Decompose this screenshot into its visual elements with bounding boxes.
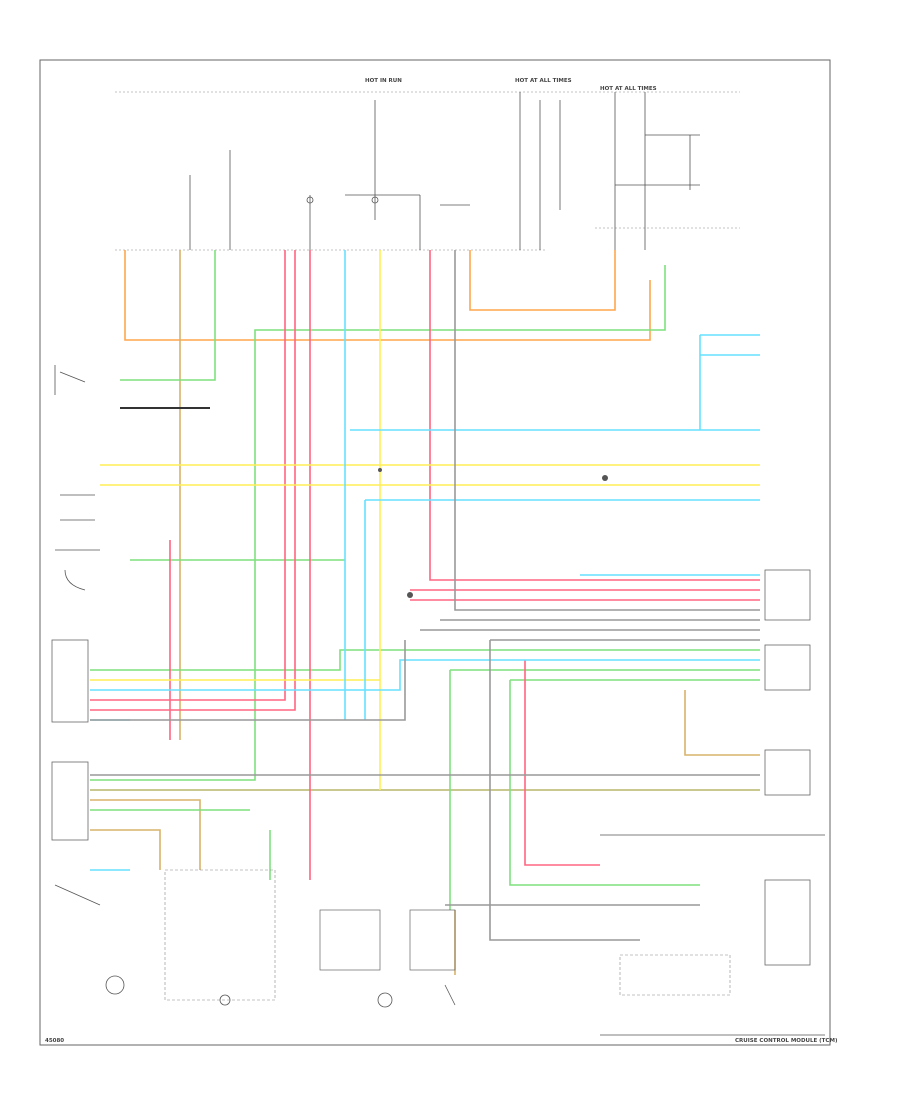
left-components	[51, 365, 276, 1006]
right-components	[378, 468, 825, 1036]
top-label-left: HOT IN RUN	[365, 78, 402, 84]
top-label-right: HOT AT ALL TIMES	[600, 86, 657, 92]
upper-switches	[189, 92, 700, 250]
wires	[90, 250, 760, 975]
footer-caption: CRUISE CONTROL MODULE (TCM)	[735, 1038, 838, 1044]
bottom-components	[319, 909, 456, 1008]
top-label-center: HOT AT ALL TIMES	[515, 78, 572, 84]
diagram-frame	[39, 59, 831, 1046]
footer-code: 45080	[45, 1038, 64, 1044]
